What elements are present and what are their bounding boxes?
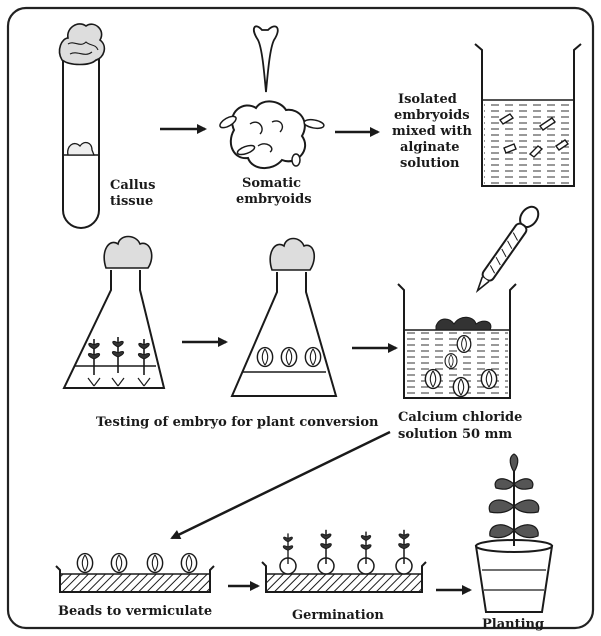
label-callus-line1: Callus <box>110 178 155 194</box>
label-beads: Beads to vermiculate <box>58 604 212 620</box>
label-callus-line2: tissue <box>110 194 153 210</box>
test-tube-callus <box>60 24 105 228</box>
label-somatic-line1: Somatic <box>242 176 301 192</box>
label-isolated-line4: alginate <box>400 140 460 156</box>
potted-plant <box>476 454 552 612</box>
label-isolated-line1: Isolated <box>398 92 457 108</box>
vermiculite-beads-tray <box>56 554 214 592</box>
label-calcium-line2: solution 50 mm <box>398 427 512 443</box>
label-calcium-line1: Calcium chloride <box>398 410 522 426</box>
label-isolated-line2: embryoids <box>394 108 470 124</box>
label-testing: Testing of embryo for plant conversion <box>96 415 378 431</box>
label-somatic-line2: embryoids <box>236 192 312 208</box>
germination-tray <box>262 530 426 592</box>
label-isolated-line5: solution <box>400 156 459 172</box>
beaker-alginate <box>475 44 581 186</box>
label-germination: Germination <box>292 608 384 624</box>
label-isolated-line3: mixed with <box>392 124 472 140</box>
somatic-embryoids-drawing <box>218 26 324 168</box>
flask-embryos <box>232 239 336 397</box>
arrow-diagonal <box>172 432 390 538</box>
beaker-calcium-chloride <box>398 203 542 398</box>
flask-plantlets <box>64 237 164 389</box>
